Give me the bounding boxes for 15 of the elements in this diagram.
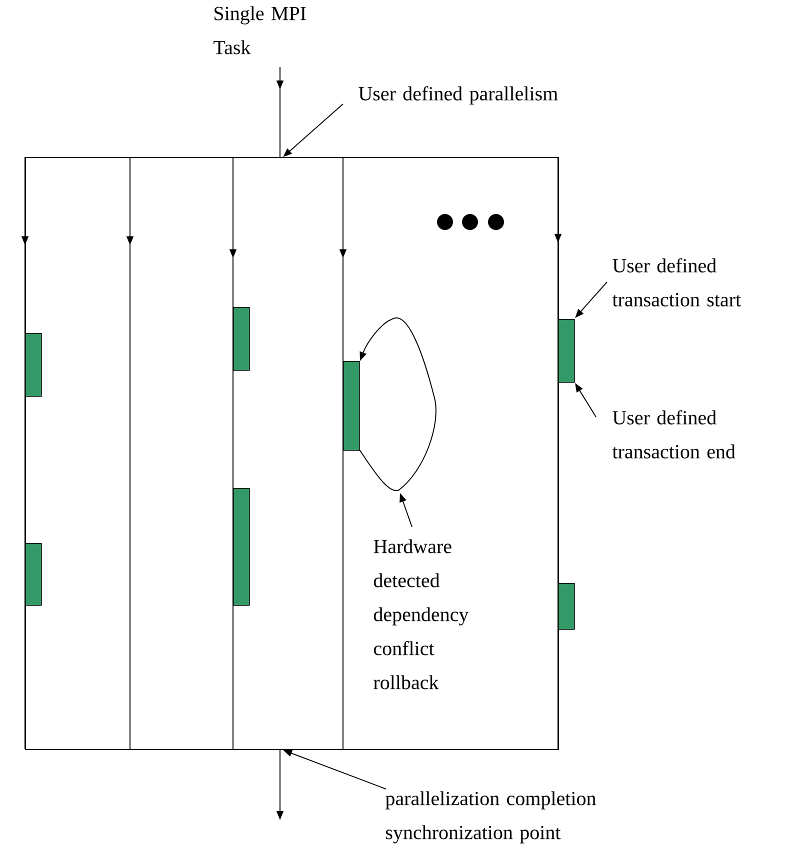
loop-arrow [358, 318, 436, 492]
transaction-block [343, 361, 360, 451]
annotation: User defined parallelism [358, 86, 558, 105]
transaction-block [233, 488, 250, 606]
annotation: parallelization completion synchronization point [386, 791, 596, 844]
annotation: User defined transaction end [612, 410, 736, 458]
transaction-block [558, 583, 575, 630]
transaction-block [25, 333, 42, 397]
annotation: Single MPI Task [214, 6, 306, 54]
annotation: User defined transaction start [612, 258, 741, 306]
transaction-block [233, 307, 250, 371]
transaction-block [558, 319, 575, 383]
frame-box [25, 157, 559, 750]
transaction-block [25, 543, 42, 606]
annotation: Hardware detected dependency conflict rollback [374, 539, 469, 690]
